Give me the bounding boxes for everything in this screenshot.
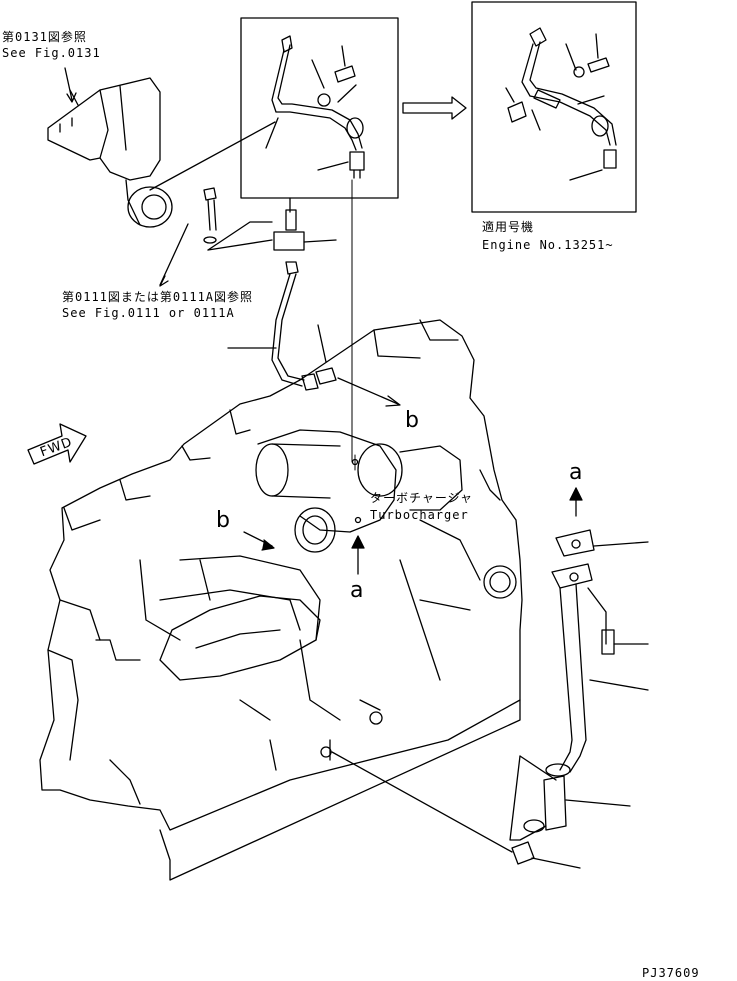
marker-a-bottom: a <box>350 578 364 603</box>
inset-engine-no: Engine No.13251~ <box>482 238 614 252</box>
adapter-fitting <box>207 197 337 251</box>
ref-fig0131-ja: 第0131図参照 <box>2 30 87 44</box>
ref-fig0111-en: See Fig.0111 or 0111A <box>62 306 235 320</box>
fwd-arrow-shape <box>27 423 87 465</box>
marker-b-top: b <box>405 408 419 433</box>
inset-pipe-detail <box>505 27 617 181</box>
dot-marker <box>351 458 359 466</box>
ref-fig0131-en: See Fig.0131 <box>2 46 101 60</box>
turbocharger-shape <box>255 429 481 581</box>
transition-arrow <box>402 96 467 120</box>
ref-fig0111-ja: 第0111図または第0111A図参照 <box>62 290 254 304</box>
bracket-part <box>47 77 173 228</box>
dot-marker <box>354 516 362 524</box>
engine-block <box>39 319 523 881</box>
bolt-washer <box>159 187 217 287</box>
drawing-number: PJ37609 <box>642 966 700 980</box>
inset-applicable: 適用号機 <box>482 220 535 234</box>
inset-box <box>471 1 637 213</box>
oil-hose <box>227 261 337 391</box>
oil-pipe-detail <box>265 35 365 179</box>
turbocharger-label-ja: ターボチャージャ <box>370 491 474 505</box>
marker-a-top: a <box>569 460 583 485</box>
return-pipe <box>331 487 649 869</box>
turbocharger-label-en: Turbocharger <box>370 508 469 522</box>
intake-pipe <box>159 555 321 641</box>
detail-box <box>240 17 399 199</box>
marker-b-bottom: b <box>216 508 230 533</box>
